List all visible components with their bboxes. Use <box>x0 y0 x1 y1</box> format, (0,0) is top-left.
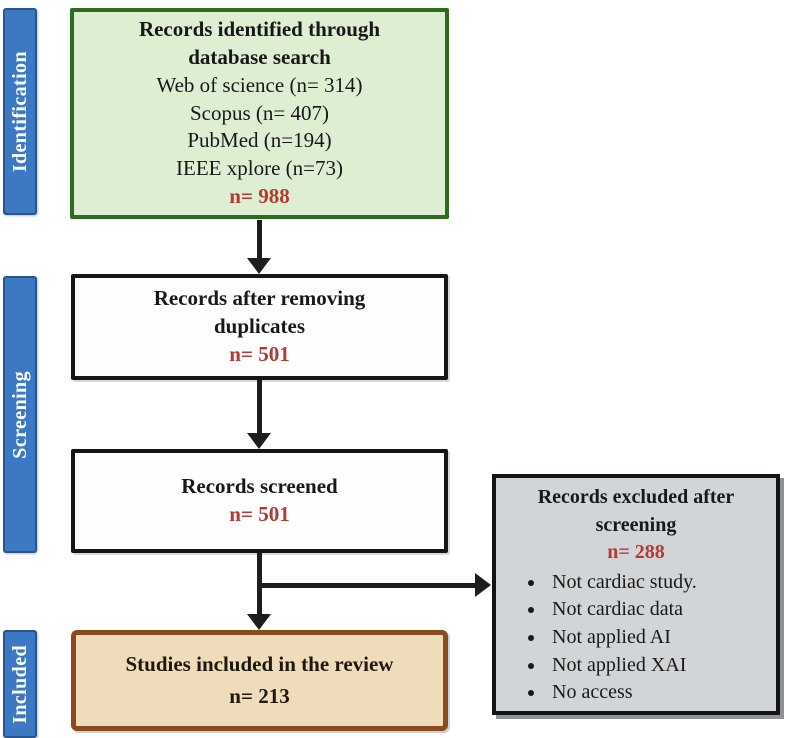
arrow-screened-to-excluded-head <box>475 573 491 597</box>
records-identified-count: n= 988 <box>229 184 290 209</box>
arrow-duplicates-to-screened-line <box>257 380 262 434</box>
source-pubmed: PubMed (n=194) <box>187 128 332 153</box>
exclusion-reason: Not applied XAI <box>546 652 776 680</box>
stage-label-screening-text: Screening <box>8 370 31 459</box>
source-ieee-xplore: IEEE xplore (n=73) <box>176 156 343 181</box>
box-records-identified: Records identified through database sear… <box>70 8 449 219</box>
box-records-screened: Records screened n= 501 <box>71 449 448 553</box>
arrow-duplicates-to-screened-head <box>247 433 271 449</box>
records-excluded-count: n= 288 <box>607 541 665 564</box>
exclusion-reason: Not cardiac data <box>546 596 776 624</box>
stage-label-identification: Identification <box>3 8 37 215</box>
studies-included-count: n= 213 <box>229 683 290 708</box>
source-web-of-science: Web of science (n= 314) <box>156 72 363 97</box>
records-screened-count: n= 501 <box>229 502 290 526</box>
exclusion-reason: Not applied AI <box>546 624 776 652</box>
records-after-duplicates-count: n= 501 <box>229 341 290 366</box>
arrow-screened-to-excluded-line <box>259 583 476 588</box>
exclusion-reason: No access <box>546 679 776 707</box>
records-excluded-title: Records excluded after screening <box>537 486 735 536</box>
exclusion-reason: Not cardiac study. <box>546 569 776 597</box>
records-identified-title: Records identified through database sear… <box>138 16 381 69</box>
stage-label-included-text: Included <box>8 644 31 724</box>
box-records-excluded: Records excluded after screening n= 288 … <box>492 474 780 715</box>
source-scopus: Scopus (n= 407) <box>189 100 329 125</box>
records-after-duplicates-title: Records after removing duplicates <box>153 286 366 339</box>
exclusion-reasons-list: Not cardiac study. Not cardiac data Not … <box>496 569 776 707</box>
box-studies-included: Studies included in the review n= 213 <box>71 630 448 731</box>
arrow-identified-to-duplicates-line <box>257 220 262 259</box>
stage-label-included: Included <box>3 630 37 738</box>
records-screened-title: Records screened <box>181 474 338 499</box>
box-records-after-duplicates: Records after removing duplicates n= 501 <box>71 274 448 380</box>
studies-included-title: Studies included in the review <box>125 652 394 676</box>
stage-label-screening: Screening <box>3 276 37 553</box>
arrow-screened-to-included-head <box>247 614 271 630</box>
stage-label-identification-text: Identification <box>8 50 31 173</box>
arrow-identified-to-duplicates-head <box>247 258 271 274</box>
